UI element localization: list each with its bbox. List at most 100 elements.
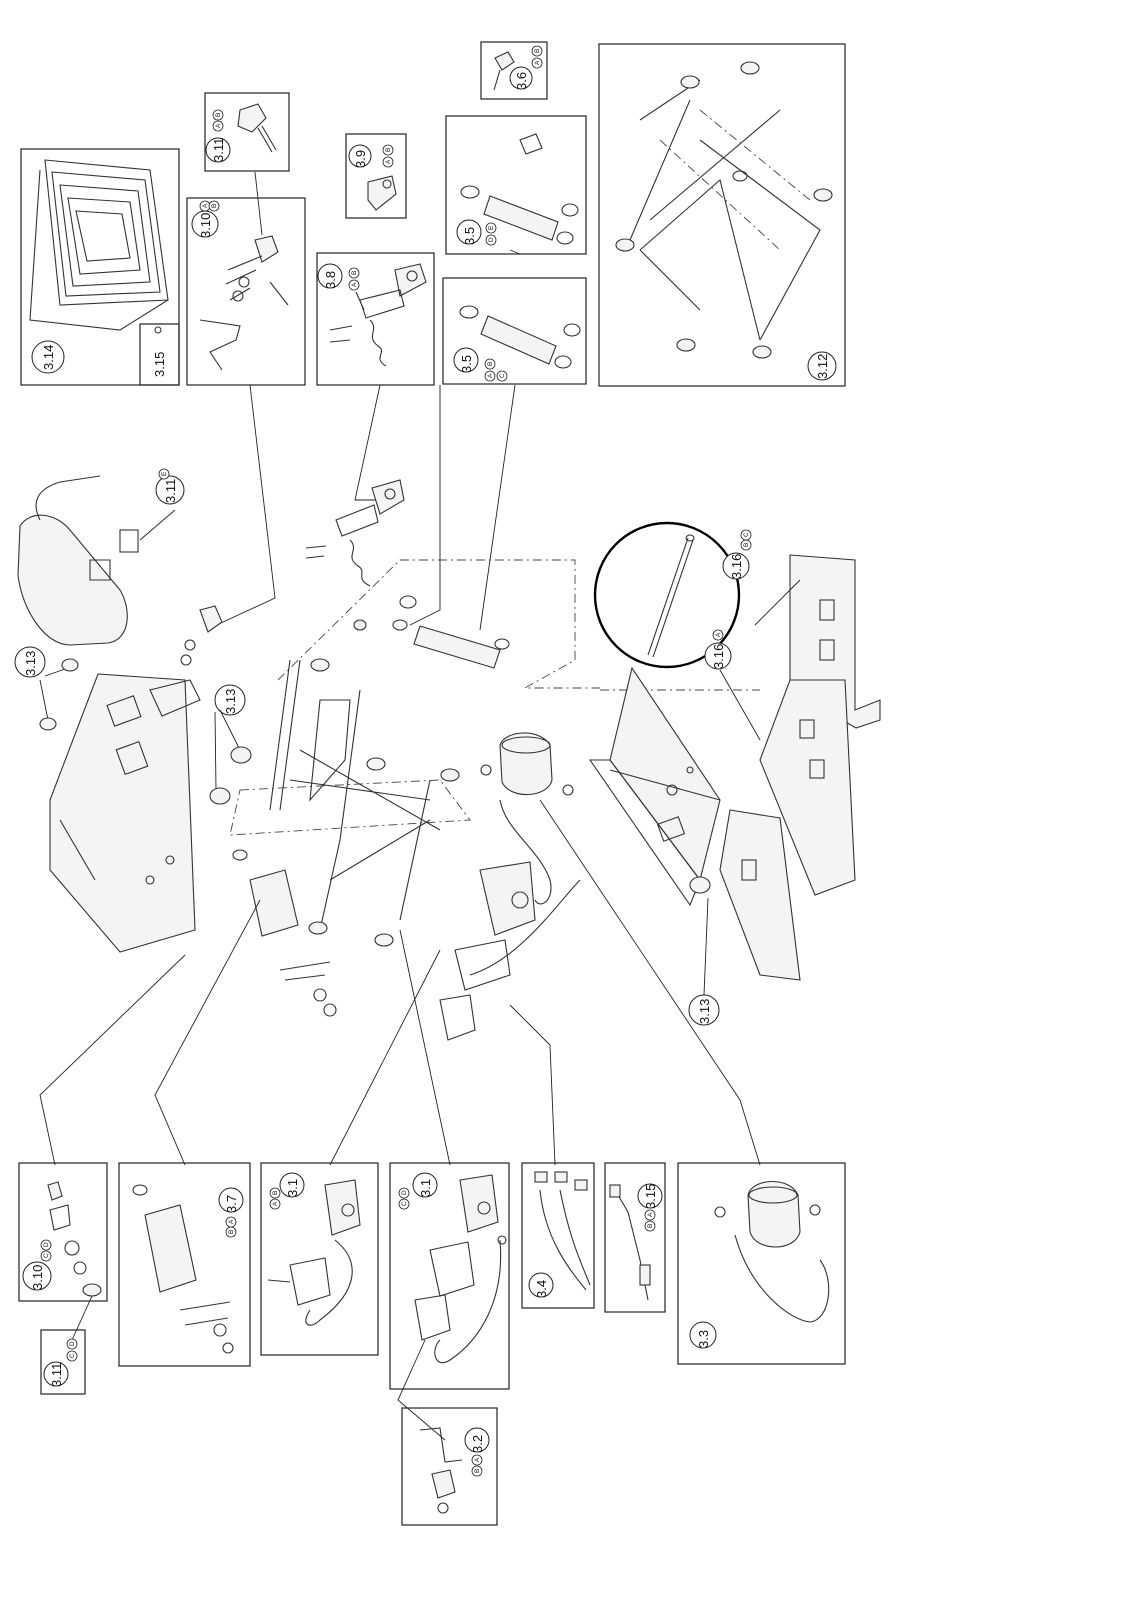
- variant-c: C: [69, 1353, 76, 1358]
- detail-box-3-12: 3.12: [598, 43, 846, 387]
- variant-b: B: [351, 271, 358, 275]
- detail-box-3-3: 3.3: [677, 1162, 846, 1365]
- variant-a: A: [272, 1201, 279, 1206]
- variant-e: E: [161, 471, 168, 476]
- variant-e: E: [488, 225, 495, 230]
- variant-c: C: [743, 532, 750, 537]
- variant-a: A: [474, 1457, 481, 1462]
- compressor-main-part: [439, 861, 581, 1041]
- valve-cluster-part: [149, 605, 223, 717]
- variant-b: B: [215, 113, 222, 117]
- label-3-16-bc: 3.16: [729, 554, 744, 579]
- spring-clevis-main-part: [305, 479, 405, 587]
- air-hose-part: [534, 1171, 591, 1291]
- label-3-15-top: 3.15: [152, 352, 167, 377]
- label-3-16-a: 3.16: [711, 644, 726, 669]
- variant-a: A: [385, 159, 392, 164]
- label-3-11-ab: 3.11: [211, 138, 226, 162]
- variant-b: B: [211, 204, 218, 208]
- label-3-7: 3.7: [224, 1195, 239, 1213]
- scissor-frame-part: [615, 61, 833, 359]
- valve-cd-part: [47, 1181, 87, 1275]
- label-3-4: 3.4: [534, 1280, 549, 1298]
- variant-a: A: [534, 60, 541, 65]
- variant-b: B: [647, 1224, 654, 1228]
- highlighted-rod-3-16: [593, 521, 741, 669]
- variant-a: A: [647, 1212, 654, 1217]
- variant-d: D: [488, 237, 495, 242]
- label-3-6: 3.6: [514, 72, 529, 90]
- scissor-linkage-part: [269, 619, 460, 947]
- label-3-1-cd: 3.1: [418, 1179, 433, 1197]
- compressor-ab-part: [267, 1179, 361, 1326]
- detail-box-3-10-ab: 3.10 A B: [186, 197, 306, 386]
- label-3-8: 3.8: [323, 271, 338, 289]
- label-3-14: 3.14: [41, 345, 56, 370]
- variant-b: B: [385, 148, 392, 152]
- detail-box-3-9: 3.9 A B: [345, 133, 407, 219]
- variant-a: A: [351, 282, 358, 287]
- detail-box-3-6: 3.6 A B: [480, 41, 548, 100]
- slide-rail-mid-part: [759, 679, 856, 896]
- spring-assembly-part: [329, 263, 427, 367]
- variant-d: D: [69, 1341, 76, 1346]
- detail-box-3-5-abc: 3.5 A B C: [442, 277, 587, 385]
- slide-rail-lower-part: [719, 809, 801, 981]
- pin-part: [494, 51, 515, 71]
- label-3-13-mid: 3.13: [223, 689, 238, 714]
- detail-box-3-15-bottom: 3.15 A B: [604, 1162, 666, 1313]
- detail-box-3-8: 3.8 A B: [316, 252, 435, 386]
- damper-main-part: [392, 595, 510, 669]
- label-3-12: 3.12: [815, 354, 830, 379]
- label-3-5-de: 3.5: [462, 227, 477, 245]
- top-plate-part: [49, 673, 196, 953]
- detail-box-3-1-cd: 3.1 C D: [389, 1162, 510, 1441]
- air-spring-detail-part: [714, 1181, 830, 1323]
- label-3-10-cd: 3.10: [30, 1265, 45, 1290]
- detail-box-3-14: 3.14 3.15: [20, 148, 180, 386]
- clevis-part: [367, 175, 397, 211]
- variant-b: B: [474, 1469, 481, 1473]
- gas-strut-part: [132, 1184, 234, 1354]
- label-3-1-ab: 3.1: [285, 1179, 300, 1197]
- seat-cushion-part: [17, 475, 139, 646]
- label-3-11-cd: 3.11: [49, 1363, 64, 1387]
- damper-part-de: [460, 133, 579, 245]
- base-plate-part: [588, 666, 721, 907]
- detail-box-3-1-ab: 3.1 A B: [260, 1162, 379, 1356]
- label-3-15-bottom: 3.15: [643, 1184, 658, 1209]
- variant-c: C: [499, 373, 506, 378]
- compressor-cd-part: [414, 1174, 507, 1364]
- label-3-13-left: 3.13: [23, 651, 38, 676]
- variant-a: A: [228, 1219, 235, 1224]
- variant-d: D: [43, 1242, 50, 1247]
- variant-b: B: [534, 49, 541, 53]
- label-3-2: 3.2: [470, 1435, 485, 1453]
- label-3-13-right: 3.13: [697, 999, 712, 1024]
- valve-assembly-part: [199, 235, 289, 371]
- detail-box-3-10-cd: 3.10 C D: [18, 1162, 108, 1341]
- label-3-9: 3.9: [353, 150, 368, 168]
- detail-box-3-2: 3.2 A B: [401, 1407, 498, 1526]
- cable-part: [609, 1184, 651, 1301]
- air-spring-part: [480, 732, 574, 905]
- variant-a: A: [215, 123, 222, 128]
- label-3-5-abc: 3.5: [459, 355, 474, 373]
- knob-part: [237, 103, 277, 153]
- variant-a: A: [715, 632, 722, 637]
- variant-d: D: [401, 1190, 408, 1195]
- variant-c: C: [43, 1253, 50, 1258]
- variant-b: B: [272, 1191, 279, 1195]
- variant-b: B: [228, 1230, 235, 1234]
- detail-box-3-11-ab: 3.11 A B: [204, 92, 290, 172]
- gas-strut-main-part: [232, 849, 337, 1017]
- variant-a: A: [487, 373, 494, 378]
- variant-b: B: [487, 362, 494, 366]
- detail-box-3-4: 3.4: [521, 1162, 595, 1309]
- detail-box-3-7: 3.7 A B: [118, 1162, 251, 1367]
- main-assembly: 3.11 E 3.13 3.13: [14, 171, 881, 1166]
- label-3-11-e: 3.11: [163, 479, 178, 503]
- damper-part-abc: [459, 305, 581, 369]
- bracket-part: [419, 1427, 463, 1514]
